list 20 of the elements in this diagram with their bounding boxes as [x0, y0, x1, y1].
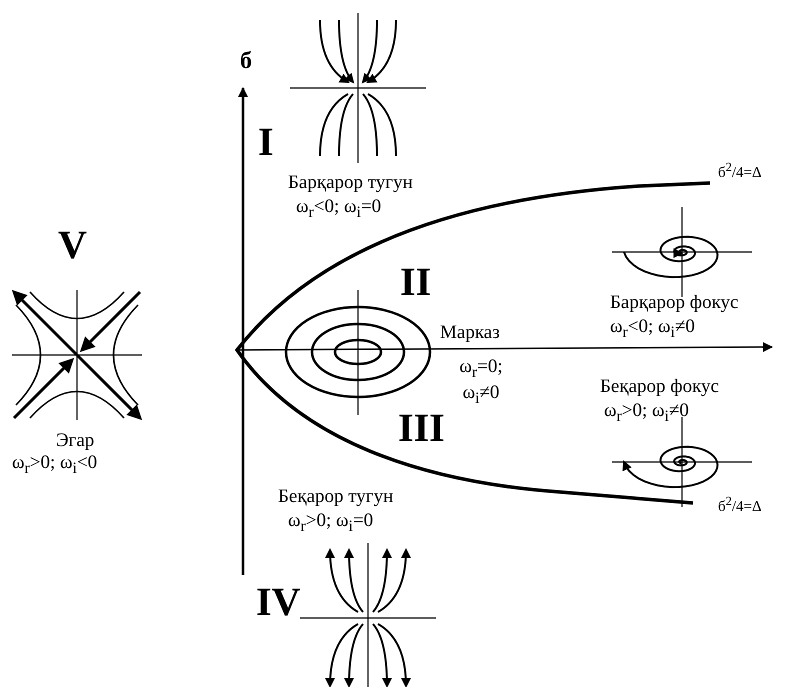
boundary-formula: б$^{2}$/4=Δ [718, 160, 762, 182]
condition-formula: ω$_{r}$=0; ω$_{i}$≠0 [458, 356, 504, 408]
axis-label: б [240, 48, 252, 76]
portrait-caption: Барқарор фокус [610, 292, 738, 314]
boundary-formula: б$^{2}$/4=Δ [718, 494, 762, 516]
condition-formula: ω$_{r}$<0; ω$_{i}$≠0 [610, 316, 695, 342]
portrait-caption: Эгар [56, 430, 94, 452]
portrait-caption: Беқарор фокус [600, 376, 719, 398]
condition-formula: ω$_{r}$<0; ω$_{i}$=0 [296, 196, 382, 222]
region-numeral: V [58, 225, 87, 265]
condition-formula: ω$_{r}$>0; ω$_{i}$=0 [288, 510, 374, 536]
portrait-caption: Марказ [440, 322, 500, 344]
condition-formula: ω$_{r}$>0; ω$_{i}$<0 [12, 452, 98, 478]
region-numeral: II [400, 262, 432, 302]
region-numeral: III [398, 408, 445, 448]
portrait-caption: Беқарор тугун [278, 486, 394, 508]
region-numeral: I [258, 122, 274, 162]
region-numeral: IV [256, 582, 300, 622]
condition-formula: ω$_{r}$>0; ω$_{i}$≠0 [604, 400, 689, 426]
portrait-caption: Барқарор тугун [288, 172, 413, 194]
